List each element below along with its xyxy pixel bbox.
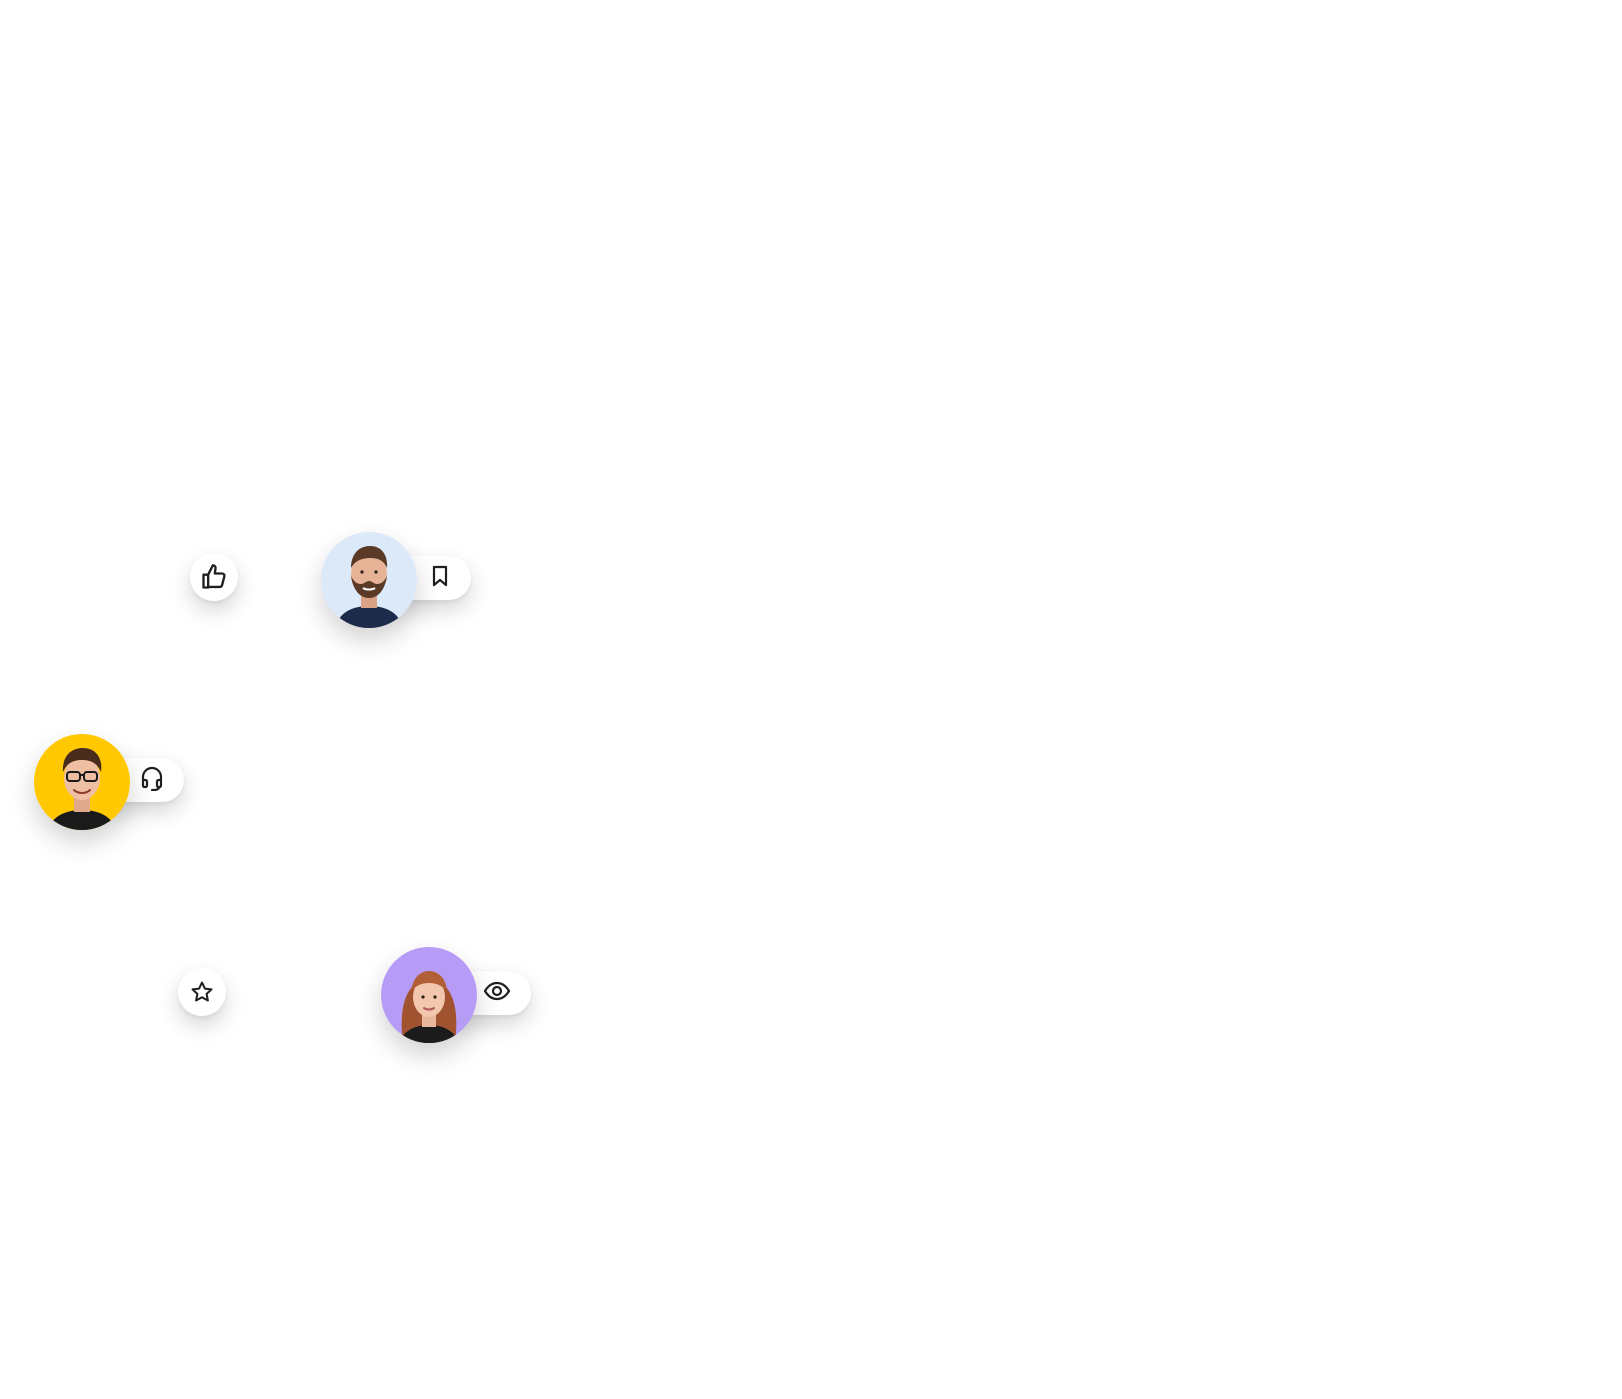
thumbs-up-icon	[200, 563, 228, 591]
user-badge-man-with-glasses[interactable]	[34, 734, 184, 830]
eye-icon	[483, 979, 511, 1008]
bearded-man-avatar	[321, 532, 417, 628]
user-badge-red-haired-woman[interactable]	[381, 947, 531, 1043]
red-haired-woman-avatar	[381, 947, 477, 1043]
star-icon	[190, 980, 214, 1004]
bookmark-icon	[429, 564, 451, 593]
headset-icon	[140, 765, 164, 796]
like-button[interactable]	[190, 553, 238, 601]
man-with-glasses-avatar	[34, 734, 130, 830]
user-badge-bearded-man[interactable]	[321, 532, 471, 628]
favorite-button[interactable]	[178, 968, 226, 1016]
